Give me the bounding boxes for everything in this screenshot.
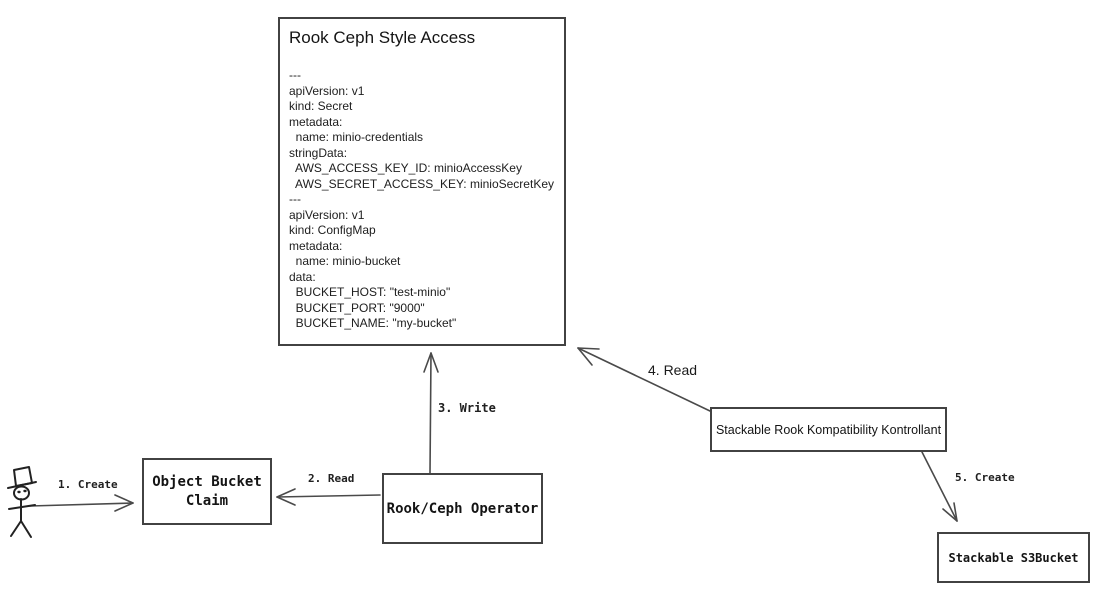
yaml-line: metadata:: [289, 114, 343, 129]
yaml-line: BUCKET_NAME: "my-bucket": [289, 316, 457, 330]
edge-label-3-write: 3. Write: [438, 401, 496, 415]
rook-ceph-style-access-box: Rook Ceph Style Access --- apiVersion: v…: [278, 17, 566, 346]
yaml-line: ---: [289, 192, 301, 206]
arrow-4-read: [577, 347, 711, 412]
edge-label-5-create: 5. Create: [955, 471, 1015, 484]
node-stackable-s3bucket-label: Stackable S3Bucket: [948, 550, 1079, 565]
yaml-line: metadata:: [289, 238, 343, 253]
node-stackable-s3bucket: Stackable S3Bucket: [937, 532, 1090, 583]
yaml-line: AWS_ACCESS_KEY_ID: minioAccessKey: [289, 161, 522, 175]
node-rook-ceph-operator-label: Rook/Ceph Operator: [386, 500, 539, 517]
yaml-line: apiVersion: v1: [289, 207, 365, 222]
edge-label-1-create: 1. Create: [58, 478, 118, 491]
spec-box-yaml: --- apiVersion: v1 kind: Secret metadata…: [289, 68, 555, 332]
user-stick-figure-icon: [7, 466, 37, 538]
node-stackable-rook-kompatibility-kontrollant: Stackable Rook Kompatibility Kontrollant: [710, 407, 947, 452]
node-object-bucket-claim-label: Object Bucket Claim: [152, 473, 262, 509]
node-stackable-rook-kompatibility-kontrollant-label: Stackable Rook Kompatibility Kontrollant: [715, 422, 942, 437]
edge-label-4-read: 4. Read: [648, 362, 698, 378]
arrow-2-read: [276, 488, 381, 506]
yaml-line: data:: [289, 269, 316, 284]
node-rook-ceph-operator: Rook/Ceph Operator: [382, 473, 543, 544]
node-object-bucket-claim: Object Bucket Claim: [142, 458, 272, 525]
arrow-5-create: [921, 451, 958, 522]
edge-label-2-read: 2. Read: [308, 472, 355, 485]
yaml-line: apiVersion: v1: [289, 83, 365, 98]
arrow-1-create: [29, 494, 134, 512]
spec-box-title: Rook Ceph Style Access: [289, 28, 476, 47]
yaml-line: ---: [289, 68, 301, 82]
yaml-line: BUCKET_HOST: "test-minio": [289, 285, 451, 299]
yaml-line: BUCKET_PORT: "9000": [289, 300, 425, 315]
yaml-line: kind: Secret: [289, 99, 353, 113]
yaml-line: kind: ConfigMap: [289, 223, 376, 237]
yaml-line: name: minio-bucket: [289, 254, 401, 268]
yaml-line: stringData:: [289, 145, 348, 160]
yaml-line: name: minio-credentials: [289, 130, 424, 144]
yaml-line: AWS_SECRET_ACCESS_KEY: minioSecretKey: [289, 176, 554, 191]
arrow-3-write: [423, 352, 439, 475]
